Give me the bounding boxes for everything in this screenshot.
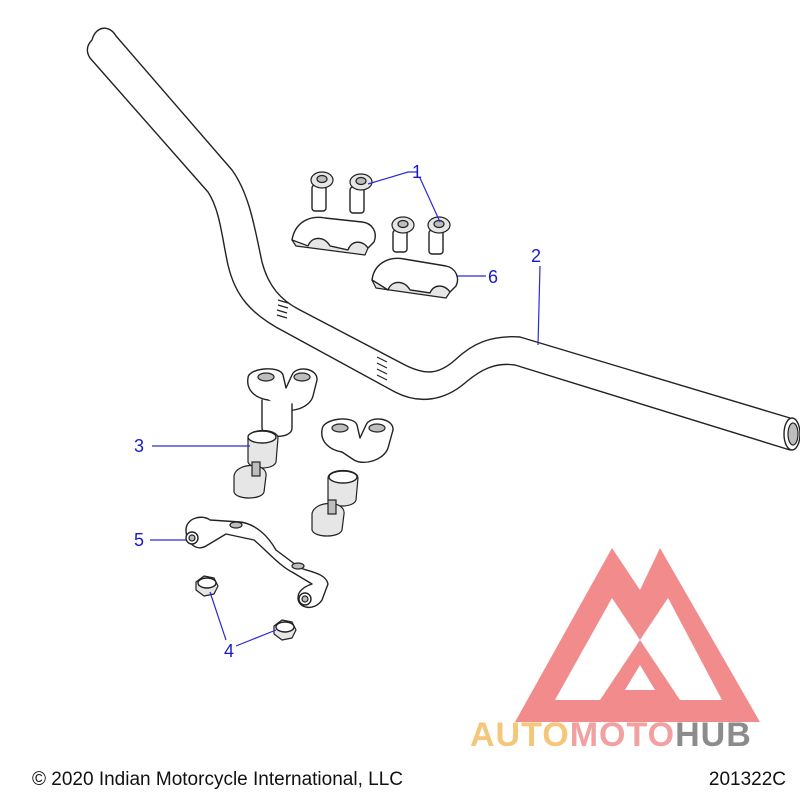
riser-left	[233, 368, 318, 499]
watermark-auto: AUTO	[470, 716, 570, 754]
knurl-right	[376, 356, 388, 381]
callout-3: 3	[134, 436, 144, 456]
handlebar	[86, 27, 800, 451]
clamp-part-6	[371, 257, 459, 299]
diagram-code: 201322C	[708, 769, 786, 790]
watermark-moto: MOTO	[569, 716, 676, 754]
bolt	[310, 171, 334, 212]
nut	[273, 619, 297, 641]
bolt	[391, 216, 415, 253]
riser-bracket	[185, 516, 329, 608]
automotohub-logo-icon	[515, 548, 760, 722]
leader-lines	[150, 171, 541, 647]
nut	[195, 575, 219, 597]
callout-5: 5	[134, 530, 144, 550]
watermark-wordmark: AUTOMOTOHUB	[470, 716, 752, 755]
watermark-hub: HUB	[675, 716, 752, 754]
riser-right	[311, 418, 394, 537]
knurl-left	[276, 299, 289, 319]
upper-clamp	[291, 216, 376, 256]
bolt	[427, 216, 451, 255]
callout-4: 4	[224, 641, 234, 661]
copyright-notice: © 2020 Indian Motorcycle International, …	[32, 769, 403, 790]
callout-numbers: 1 2 3 4 5 6	[134, 162, 541, 661]
callout-1: 1	[412, 162, 422, 182]
callout-6: 6	[488, 267, 498, 287]
bolt	[349, 173, 373, 214]
callout-2: 2	[531, 246, 541, 266]
